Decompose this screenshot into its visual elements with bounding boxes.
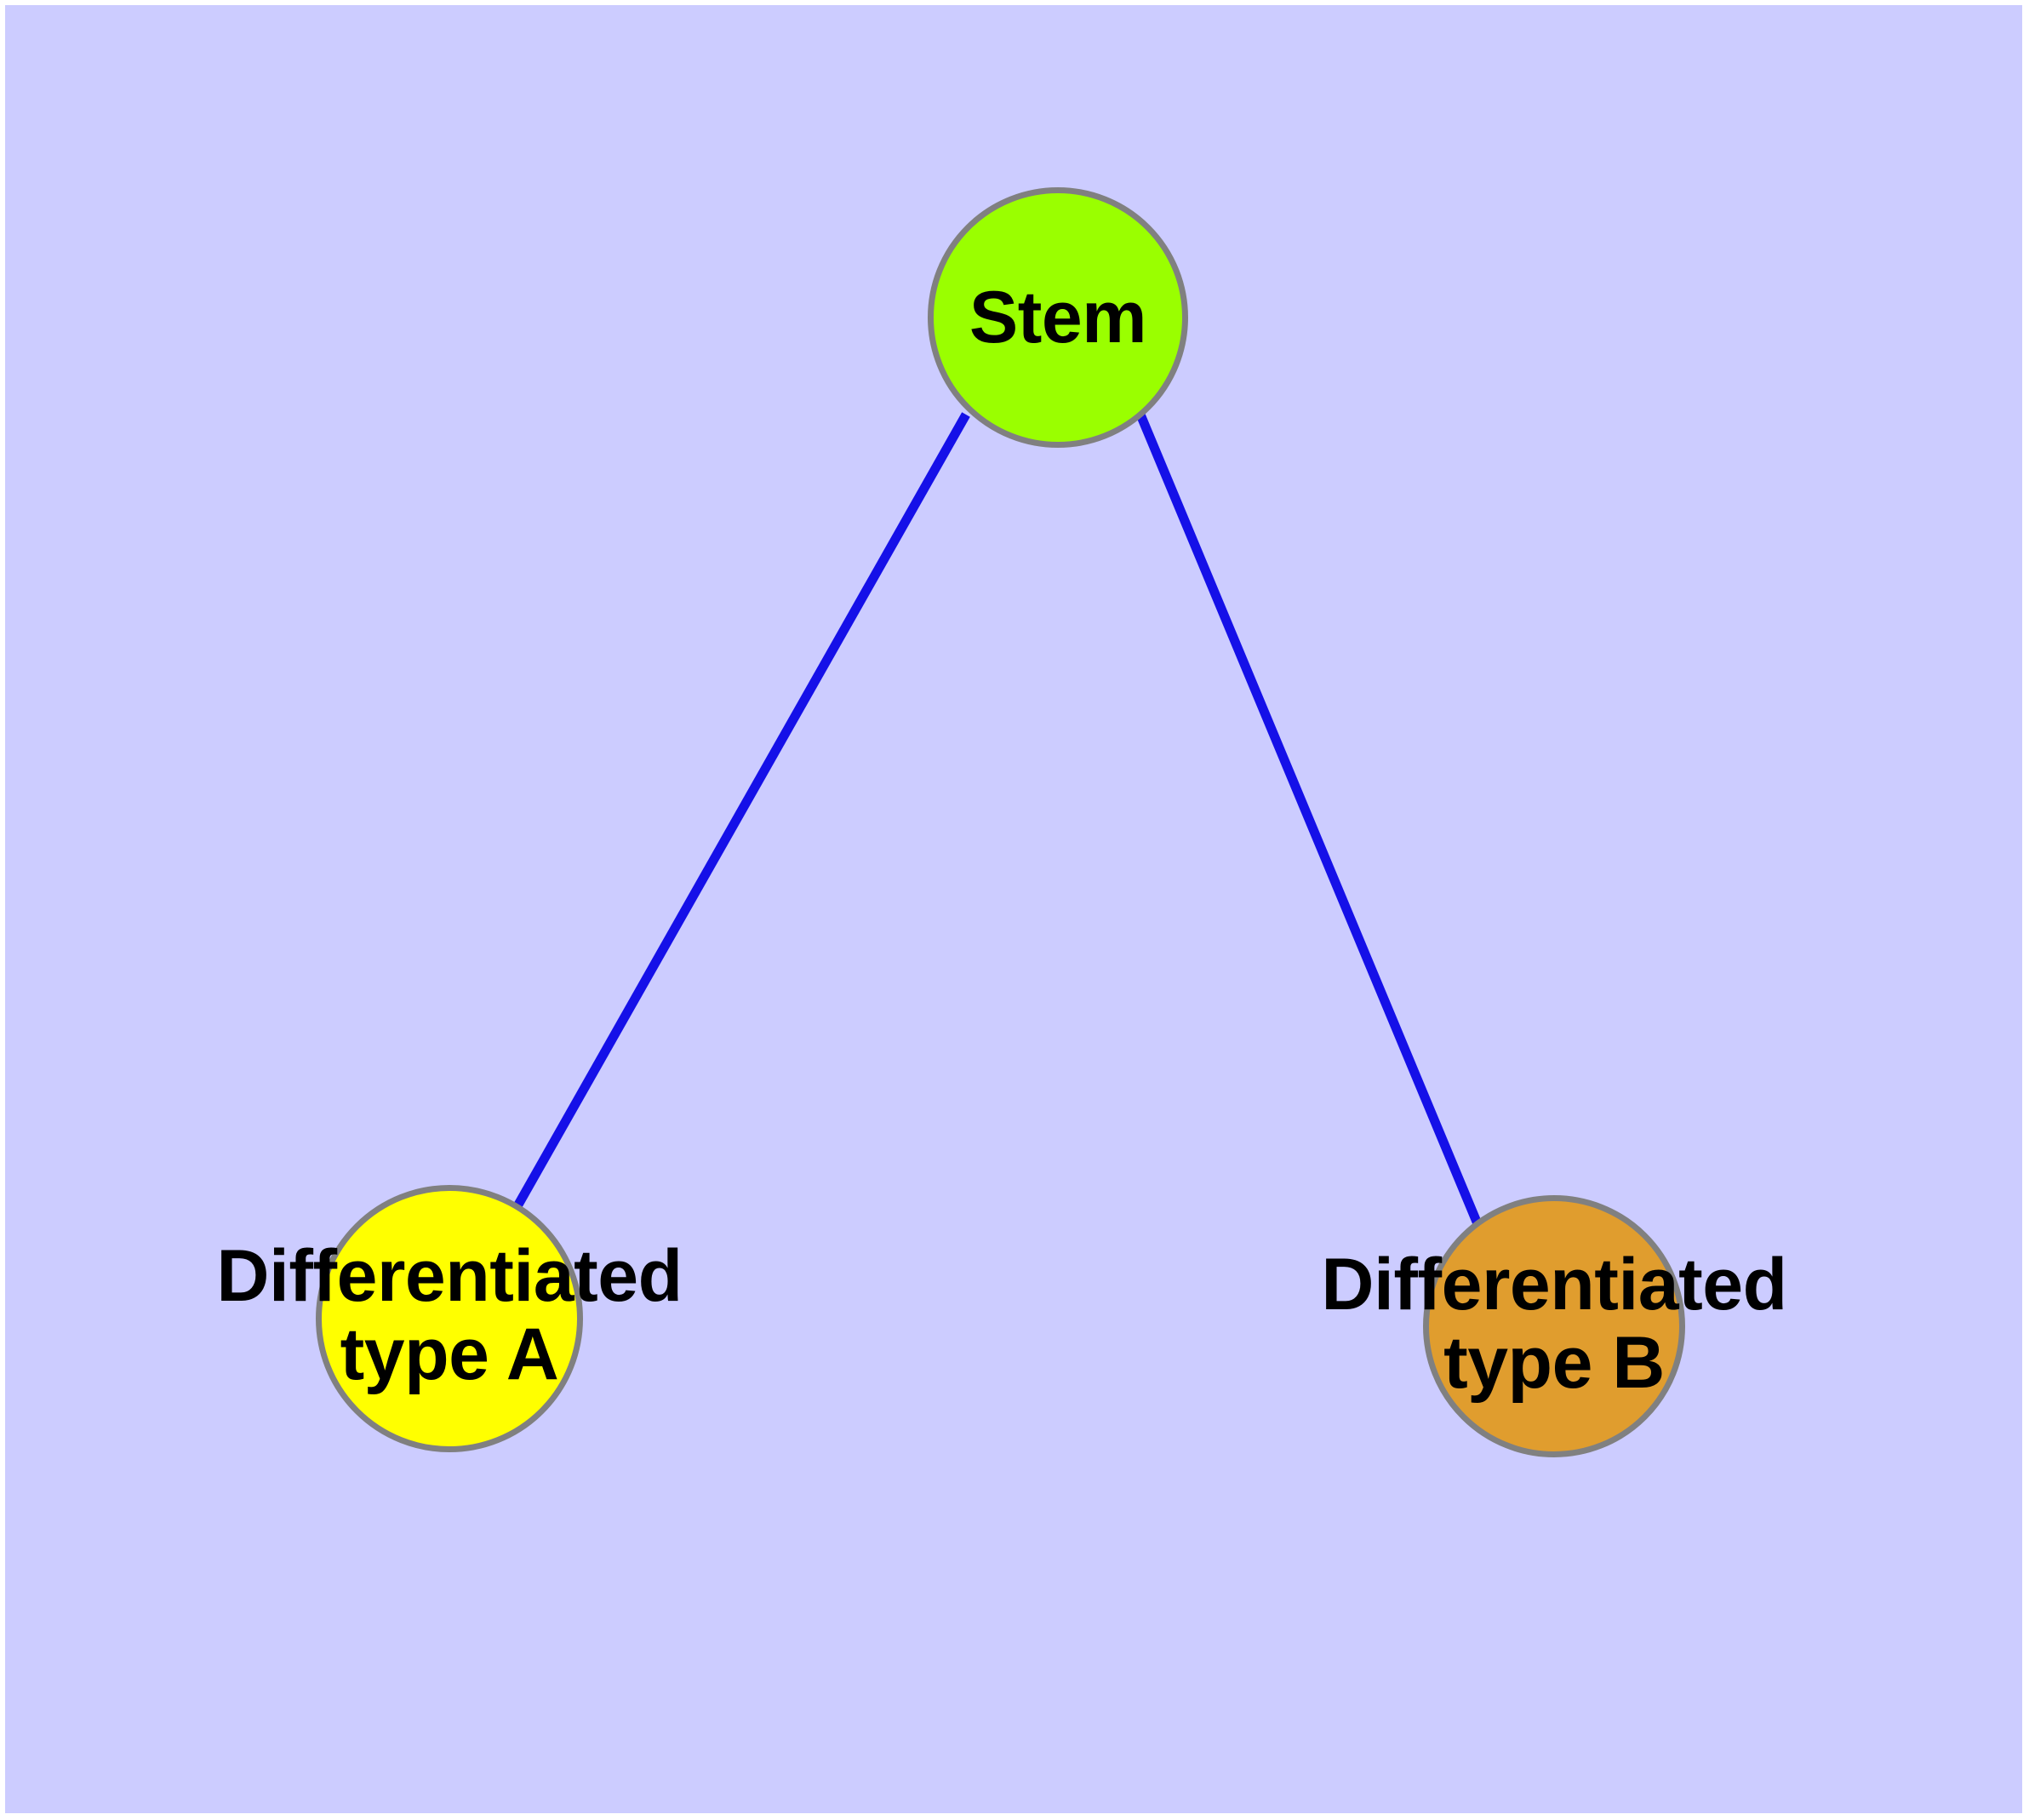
- node-differentiated-type-a[interactable]: [316, 1185, 583, 1452]
- node-label-stem: Stem: [969, 277, 1147, 358]
- edge-layer: [506, 412, 1483, 1228]
- edge-stem-to-diff-a: [506, 412, 970, 1221]
- node-stem[interactable]: [928, 187, 1188, 448]
- diagram-canvas: Stem Differentiated type A Differentiate…: [5, 5, 2022, 1813]
- node-label-differentiated-type-a: Differentiated type A: [216, 1235, 683, 1396]
- node-label-differentiated-type-b: Differentiated type B: [1321, 1244, 1787, 1405]
- edge-stem-to-diff-b: [1135, 412, 1483, 1228]
- node-differentiated-type-b[interactable]: [1423, 1195, 1685, 1457]
